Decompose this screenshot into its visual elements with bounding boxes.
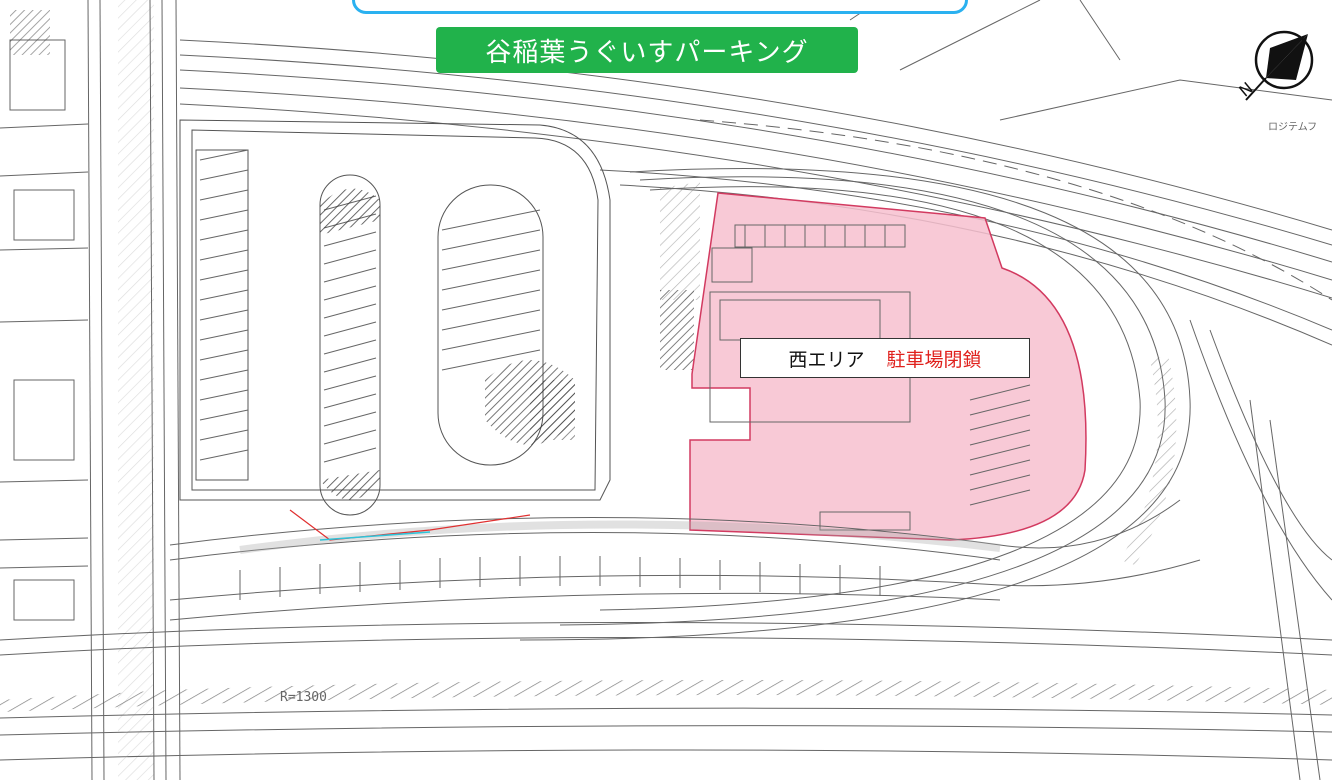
top-banner-frame	[352, 0, 968, 14]
closure-status-text: 駐車場閉鎖	[886, 348, 982, 371]
parking-title: 谷稲葉うぐいすパーキング	[436, 27, 858, 73]
north-arrow-icon: N	[1235, 20, 1326, 110]
radius-label: R=1300	[280, 690, 327, 705]
company-label: ロジテムフ	[1268, 122, 1318, 133]
lower-roads	[0, 499, 1332, 761]
west-parking-lot	[179, 119, 611, 516]
stall-rows	[199, 149, 541, 463]
area-name-text: 西エリア	[788, 348, 865, 371]
closure-label: 西エリア 駐車場閉鎖	[740, 338, 1030, 378]
parking-title-text: 谷稲葉うぐいすパーキング	[485, 37, 809, 68]
